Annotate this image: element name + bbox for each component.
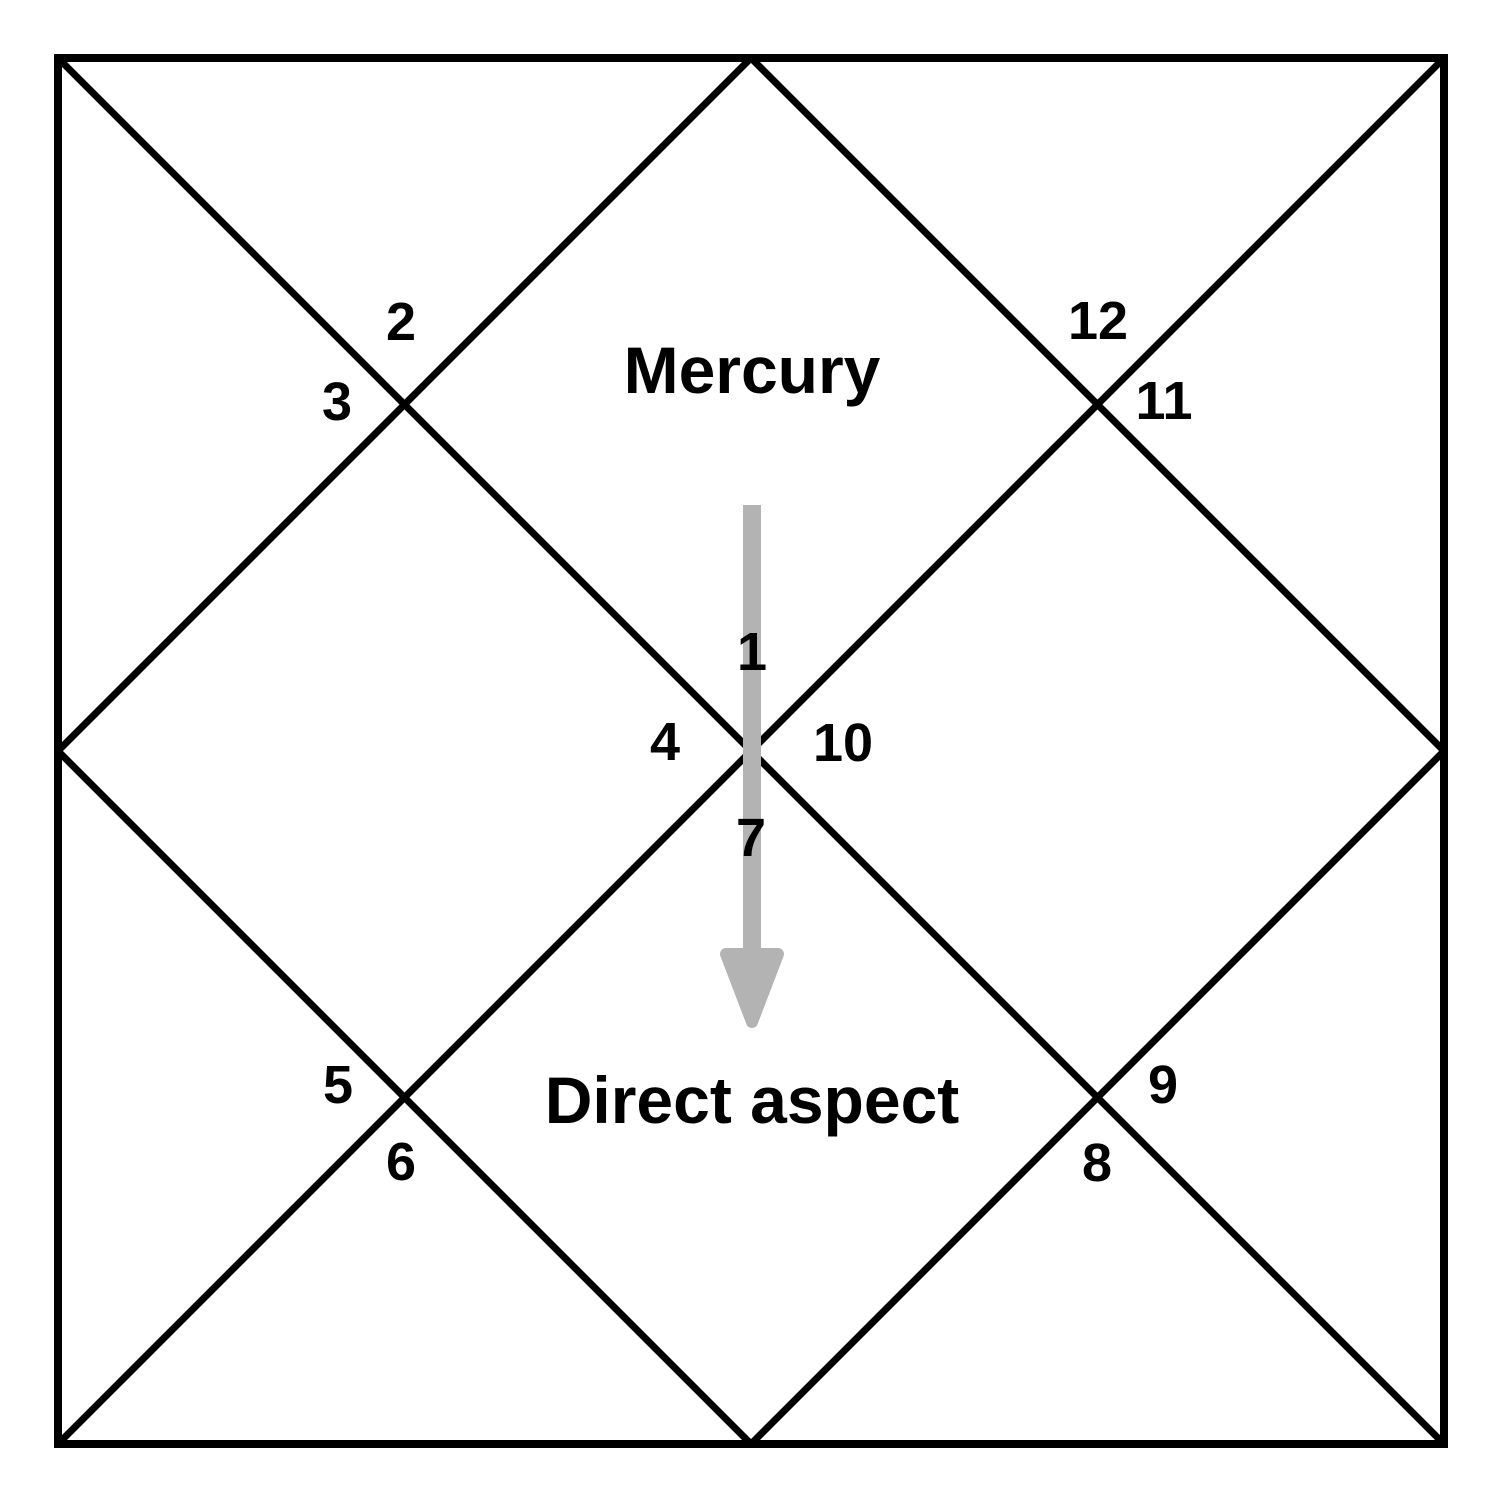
house-number-8[interactable]: 8 bbox=[1081, 1133, 1113, 1193]
house-number-1[interactable]: 1 bbox=[736, 622, 768, 682]
house-number-9[interactable]: 9 bbox=[1147, 1055, 1179, 1115]
house-number-5[interactable]: 5 bbox=[322, 1055, 354, 1115]
house-number-6[interactable]: 6 bbox=[385, 1132, 417, 1192]
direct-aspect-arrow bbox=[720, 505, 784, 1028]
house-number-12[interactable]: 12 bbox=[1067, 291, 1129, 351]
chart-title: Mercury bbox=[623, 333, 881, 407]
house-number-2[interactable]: 2 bbox=[385, 292, 417, 352]
house-number-3[interactable]: 3 bbox=[321, 372, 353, 432]
diamond-edge-right-bottom bbox=[748, 748, 1447, 1447]
chart-caption: Direct aspect bbox=[544, 1063, 960, 1137]
house-number-4[interactable]: 4 bbox=[649, 712, 681, 772]
house-number-7[interactable]: 7 bbox=[735, 808, 767, 868]
house-number-11[interactable]: 11 bbox=[1135, 371, 1193, 431]
house-number-10[interactable]: 10 bbox=[812, 713, 874, 773]
aspect-arrow-head bbox=[720, 948, 784, 1028]
diamond-edge-top-right bbox=[748, 55, 1447, 754]
diamond-edge-left-top bbox=[55, 55, 754, 754]
diamond-edge-bottom-left bbox=[55, 748, 754, 1447]
aspect-arrow-shaft bbox=[743, 505, 761, 954]
